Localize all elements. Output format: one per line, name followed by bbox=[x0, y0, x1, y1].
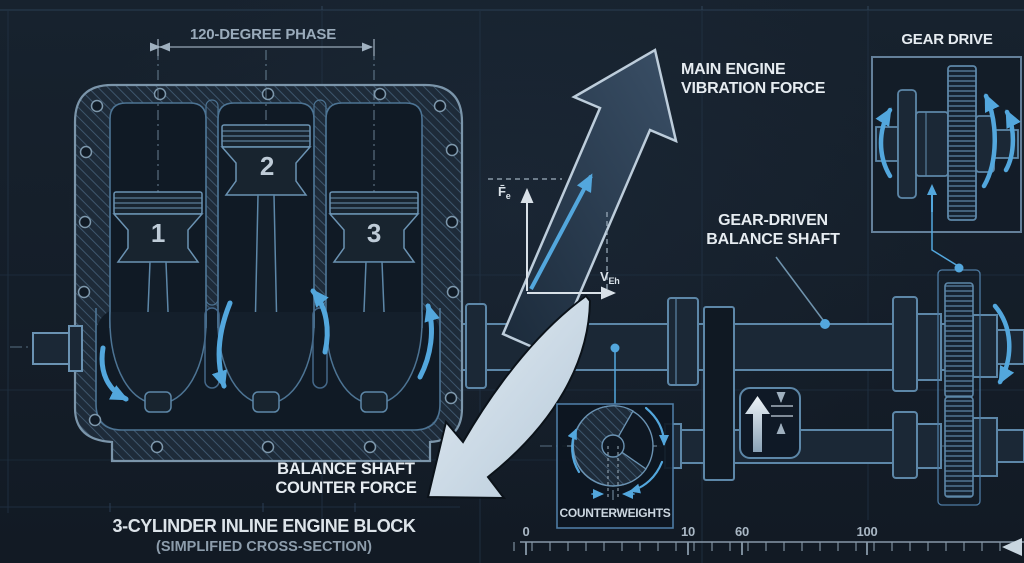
balance-shaft-label-line2: BALANCE SHAFT bbox=[706, 230, 840, 248]
counterweight-rotation-arrows bbox=[567, 406, 669, 499]
balance-shaft-label-line1: GEAR-DRIVEN bbox=[718, 212, 828, 229]
main-vibration-force-line1: MAIN ENGINE bbox=[681, 61, 786, 78]
counterweights-label: COUNTERWEIGHTS bbox=[559, 506, 671, 520]
ruler-label-0: 0 bbox=[522, 524, 530, 539]
ruler-arrowhead bbox=[1002, 538, 1022, 556]
ruler-label-10: 10 bbox=[680, 524, 696, 539]
engine-internals bbox=[99, 50, 440, 413]
ruler-label-100: 100 bbox=[856, 524, 878, 539]
gear-drive-inset bbox=[871, 56, 1022, 273]
vibration-vector-diagram bbox=[488, 173, 616, 300]
counterweights-inset bbox=[556, 343, 674, 529]
bolt-holes bbox=[77, 87, 460, 454]
main-vibration-force-label: MAIN ENGINE VIBRATION FORCE bbox=[681, 61, 825, 99]
front-shaft-stub bbox=[32, 332, 70, 365]
gear-pair bbox=[937, 269, 1015, 506]
engine-block-caption: 3-CYLINDER INLINE ENGINE BLOCK bbox=[112, 516, 416, 536]
piston-number-3: 3 bbox=[366, 218, 382, 248]
piston-number-1: 1 bbox=[150, 218, 166, 248]
force-axis-label: F̄e bbox=[498, 184, 511, 202]
piston-number-2: 2 bbox=[259, 151, 275, 181]
ruler-label-60: 60 bbox=[734, 524, 750, 539]
velocity-axis-symbol: V bbox=[600, 269, 609, 284]
crank-rotation-arrows bbox=[99, 288, 440, 402]
phase-dimension-label: 120-DEGREE PHASE bbox=[189, 26, 337, 43]
counter-force-arrow bbox=[426, 294, 592, 500]
main-vibration-force-line2: VIBRATION FORCE bbox=[681, 79, 826, 97]
resultant-vector-arrow bbox=[529, 173, 593, 290]
gear-rotation-arrow bbox=[992, 303, 1015, 385]
counterforce-offset-box bbox=[739, 387, 801, 459]
balance-shaft-leader bbox=[775, 256, 830, 329]
velocity-axis-subscript: Eh bbox=[608, 276, 620, 286]
crankshaft-details bbox=[109, 307, 423, 413]
gear-drive-label: GEAR DRIVE bbox=[901, 31, 993, 48]
gear-drive-rotation-arrows bbox=[875, 93, 1021, 189]
counter-force-label-line2: COUNTER FORCE bbox=[275, 479, 417, 498]
crank-web-flange bbox=[703, 306, 735, 481]
engine-block-subcaption: (SIMPLIFIED CROSS-SECTION) bbox=[156, 539, 372, 555]
counterforce-up-arrow bbox=[745, 396, 770, 452]
force-axis-symbol: F̄ bbox=[498, 184, 506, 199]
bottom-ruler bbox=[513, 538, 1024, 556]
counter-force-label: BALANCE SHAFT COUNTER FORCE bbox=[258, 460, 434, 499]
dimension-120-degree bbox=[150, 39, 375, 56]
counter-force-label-line1: BALANCE SHAFT bbox=[277, 460, 415, 478]
velocity-axis-label: VEh bbox=[600, 269, 620, 287]
piston-3 bbox=[328, 191, 420, 360]
gear-driven-balance-shaft-label: GEAR-DRIVEN BALANCE SHAFT bbox=[693, 212, 853, 250]
force-axis-subscript: e bbox=[505, 191, 511, 201]
